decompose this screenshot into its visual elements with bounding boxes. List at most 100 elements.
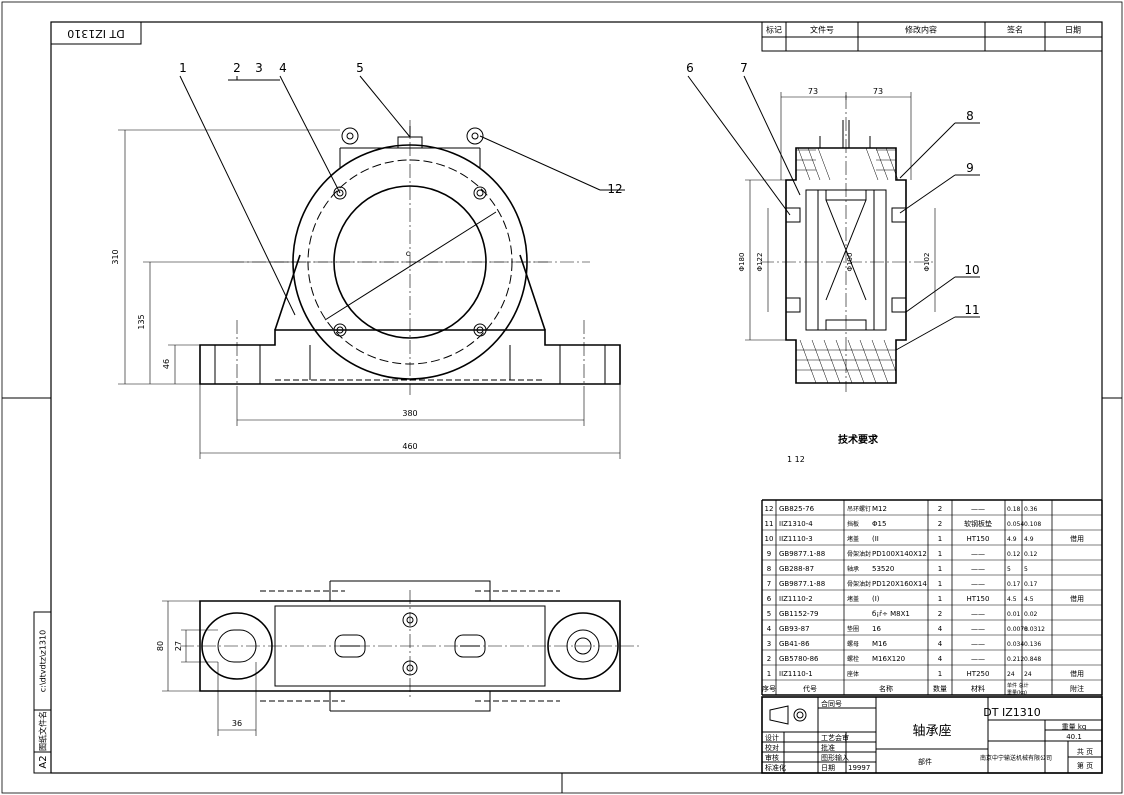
bom-row-material: HT150 [967,535,990,543]
bom-row-code: IIZ1110-2 [779,595,813,603]
front-view: c [199,120,621,395]
bom-row-name: M16 [872,640,887,648]
bom-row-weight2: 4.9 [1024,536,1034,543]
dim-bolt-span: 380 [402,409,417,418]
balloon-9: 9 [966,161,974,175]
tb-sheet-total: 共 页 [1077,747,1093,756]
balloon-8: 8 [966,109,974,123]
title-block: 合同号 轴承座 DT IZ1310 重量 kg 40.1 工艺会审 设计 校对 … [761,696,1103,774]
bom-row-weight1: 0.0078 [1007,626,1028,633]
dim-top-width: 80 [156,641,165,651]
bom-row-no: 11 [765,520,774,528]
dim-side-left: 73 [808,87,818,96]
dim-top-offset: 36 [232,719,242,728]
bom-row-no: 12 [765,505,774,513]
bom-row-material: —— [971,505,985,513]
bom-header-code: 代号 [803,684,817,693]
rev-header-sign: 签名 [1007,25,1023,35]
bom-row-weight1: 0.01 [1007,611,1021,618]
balloon-6: 6 [686,61,694,75]
bom-row-material: —— [971,565,985,573]
bom-row-name: (I) [872,595,880,603]
balloon-7: 7 [740,61,748,75]
tb-row-review: 审核 [765,753,779,762]
bom-header-name: 名称 [879,684,893,693]
tb-date: 19997 [848,764,870,772]
bom-row-material: HT150 [967,595,990,603]
bom-row-code: IIZ1110-3 [779,535,813,543]
bom-row-name: (II [872,535,879,543]
bom-row-name-pre: 吊环螺钉 [847,505,871,513]
tb-sheet-no: 第 页 [1077,761,1093,770]
bom-row-material: —— [971,655,985,663]
balloon-1: 1 [179,61,187,75]
bom-header-qty: 数量 [933,684,947,693]
balloon-11: 11 [964,303,979,317]
file-name-caption: 图纸文件名 [38,711,48,751]
bom-row-weight1: 0.18 [1007,506,1021,513]
dim-top-slot: 27 [174,641,183,651]
bom-row-weight2: 4.5 [1024,596,1034,603]
tb-row-input: 图形输入 [821,753,849,762]
rev-header-date: 日期 [1065,26,1081,35]
bom-row-weight2: 5 [1024,566,1028,573]
bom-row-code: GB41-86 [779,640,810,648]
bom-row-qty: 4 [938,640,943,648]
dim-total-height: 310 [111,249,120,264]
file-name-label: c:\dtvdtz\z1310 [39,630,48,692]
top-view: 80 27 36 [156,580,640,736]
dim-base-height: 46 [162,359,171,369]
bom-row-no: 4 [767,625,772,633]
bom-row-name: PD120X160X14 [872,580,927,588]
tb-company: 南京中宁输送机械有限公司 [980,754,1052,762]
front-view-balloons: 1 2 3 4 5 12 [179,61,625,316]
bom-row-weight1: 0.034 [1007,641,1024,648]
bom-row-weight2: 0.848 [1024,656,1041,663]
bom-row-name: PD100X140X12 [872,550,927,558]
dim-center-height: 135 [137,314,146,329]
bom-row-name: M12 [872,505,887,513]
bom-header-note: 附注 [1070,684,1084,693]
bom-row-qty: 1 [938,565,942,573]
bom-row-name: Φ15 [872,520,886,528]
bom-row-qty: 1 [938,670,942,678]
tech-req-line: 1 12 [787,455,805,464]
bom-row-qty: 1 [938,580,942,588]
bom-row-weight2: 0.02 [1024,611,1038,618]
bom-row-name: б¡ř÷ M8X1 [872,610,910,618]
bom-row-code: GB9877.1-88 [779,580,825,588]
bom-row-weight1: 0.17 [1007,581,1021,588]
bom-row-name-pre: 挡板 [847,520,859,528]
bom-row-weight1: 4.9 [1007,536,1017,543]
dim-center-label: c [406,249,410,258]
dim-side-center-d: Φ100 [846,253,854,272]
bom-row-name-pre: 垫圈 [847,625,859,633]
dim-side-left-d: Φ122 [756,253,764,272]
balloon-12: 12 [607,182,622,196]
bom-header-weight-top: 单件 总计 [1007,682,1029,689]
section-view-balloons: 6 7 8 9 10 11 [686,61,980,351]
balloon-3: 3 [255,61,263,75]
balloon-5: 5 [356,61,364,75]
bom-row-no: 10 [765,535,774,543]
tb-process: 工艺会审 [821,733,849,742]
bom-row-weight2: 0.136 [1024,641,1041,648]
bom-row-material: —— [971,610,985,618]
dim-overall-length: 460 [402,442,417,451]
bom-header-material: 材料 [971,684,985,693]
bom-row-qty: 1 [938,535,942,543]
bom-row-qty: 4 [938,625,943,633]
rev-header-content: 修改内容 [905,25,937,35]
bom-row-no: 2 [767,655,771,663]
bom-row-name-pre: 骨架油封 [847,550,871,558]
bom-row-name-pre: 螺母 [847,640,859,648]
bom-row-code: GB1152-79 [779,610,818,618]
bom-row-no: 1 [767,670,771,678]
bom-row-weight1: 0.212 [1007,656,1024,663]
section-view: 73 73 Φ180 Φ122 Φ100 Φ102 [738,87,936,392]
balloon-10: 10 [964,263,979,277]
bom-row-name-pre: 堵盖 [847,595,859,603]
bom-row-code: GB825-76 [779,505,815,513]
